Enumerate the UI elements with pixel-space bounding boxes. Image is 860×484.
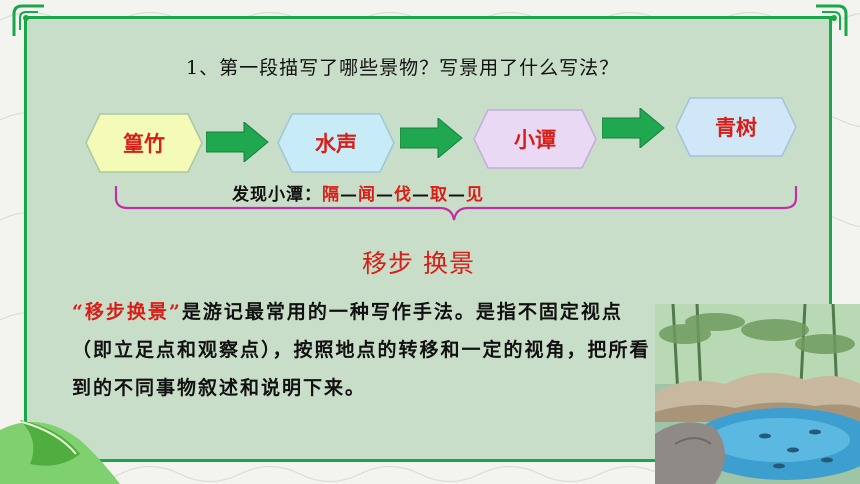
summary-title: 移步 换景 [362, 249, 475, 278]
explanation-paragraph: “移步换景”是游记最常用的一种写作手法。是指不固定视点（即立足点和观察点），按照… [72, 293, 654, 407]
right-arrow-icon [400, 118, 463, 158]
hexagon-shape [675, 97, 797, 157]
discover-separator: — [340, 185, 358, 205]
discover-separator: — [412, 185, 430, 205]
flow-node-label: 青树 [715, 115, 757, 140]
right-arrow-icon [602, 108, 665, 148]
flow-node-bamboo: 篁竹 [84, 112, 204, 174]
hexagon-shape [277, 113, 395, 173]
paragraph-quote: “移步换景” [72, 301, 182, 323]
question-heading: 1、第一段描写了哪些景物？写景用了什么写法？ [186, 57, 620, 79]
discover-step: 伐 [394, 185, 412, 205]
discover-separator: — [376, 185, 394, 205]
page-curl-decoration [0, 420, 120, 484]
discover-step: 取 [430, 185, 448, 205]
flow-node-water-sound: 水声 [276, 112, 396, 174]
corner-ornament-top-right [816, 4, 848, 36]
discover-step: 闻 [358, 185, 376, 205]
hexagon-shape [473, 109, 597, 169]
flow-node-label: 篁竹 [123, 131, 165, 156]
hexagon-shape [85, 113, 203, 173]
paragraph-body: 是游记最常用的一种写作手法。是指不固定视点（即立足点和观察点），按照地点的转移和… [72, 301, 651, 399]
flow-node-label: 小谭 [514, 127, 556, 152]
discover-prefix: 发现小潭： [232, 185, 322, 205]
curly-brace [114, 186, 798, 221]
right-arrow-icon [206, 122, 269, 162]
discover-step: 见 [466, 185, 484, 205]
flow-node-pond: 小谭 [472, 108, 598, 170]
flow-node-label: 水声 [315, 131, 357, 156]
discover-step: 隔 [322, 185, 340, 205]
pond-landscape-illustration [655, 304, 860, 484]
flow-node-green-trees: 青树 [674, 96, 798, 158]
corner-ornament-top-left [12, 4, 44, 36]
discover-sequence: 发现小潭：隔—闻—伐—取—见 [232, 180, 484, 205]
discover-separator: — [448, 185, 466, 205]
